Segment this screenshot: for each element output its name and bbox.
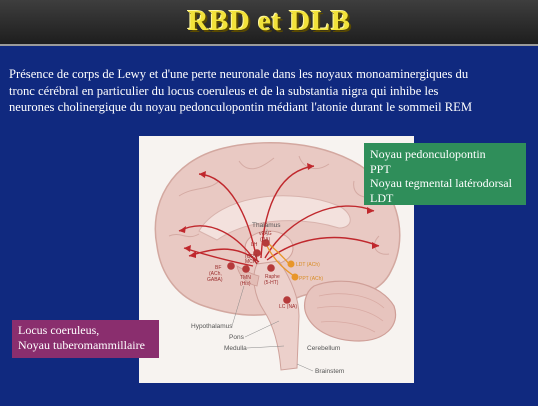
lh-label: LH — [251, 242, 258, 248]
cerebellum-shape — [304, 280, 397, 342]
bf-label: BF — [215, 265, 221, 271]
projection-arrows — [178, 165, 380, 267]
ppt-label: PPT (ACh) — [299, 276, 323, 282]
cerebellum-folia — [316, 293, 385, 333]
slide-title: RBD et DLB — [187, 5, 351, 37]
raphe-label: (5-HT) — [264, 280, 279, 286]
tmn-dot — [242, 265, 250, 273]
bf-label: GABA) — [207, 277, 223, 283]
vpag-dot — [262, 239, 270, 247]
lc-tmn-callout: Locus coeruleus, Noyau tuberomammillaire — [12, 320, 159, 358]
intro-paragraph: Présence de corps de Lewy et d'une perte… — [9, 66, 531, 116]
hypothalamus-label: Hypothalamus — [191, 323, 233, 330]
pons-label: Pons — [229, 334, 245, 341]
medulla-label: Medulla — [224, 345, 247, 352]
lh-label: (ORX — [245, 254, 258, 260]
intro-line: Présence de corps de Lewy et d'une perte… — [9, 67, 469, 81]
raphe-label: Raphe — [265, 274, 280, 280]
brainstem-label: Brainstem — [315, 368, 344, 375]
lh-dot — [253, 249, 261, 257]
ppt-dot — [291, 273, 299, 281]
corpus-callosum — [198, 195, 351, 241]
leader-line — [246, 345, 285, 349]
leader-line — [231, 285, 245, 327]
nuclei-dots — [227, 239, 299, 304]
tmn-label: (His) — [240, 281, 251, 287]
callout-line: Noyau tuberomammillaire — [18, 338, 145, 352]
leader-line — [296, 363, 314, 372]
gyri-lines — [168, 155, 390, 255]
arrowheads — [179, 163, 379, 258]
leader-line — [244, 320, 280, 338]
title-bar: RBD et DLB — [0, 0, 538, 46]
intro-line: tronc cérébral en particulier du locus c… — [9, 83, 439, 98]
cortex-shape — [154, 141, 401, 316]
callout-line: Locus coeruleus, — [18, 323, 100, 337]
ldt-dot — [287, 260, 295, 268]
callout-line: Noyau pedonculopontin — [370, 147, 486, 161]
thalamus-label: Thalamus — [252, 222, 281, 229]
ppt-ldt-callout: Noyau pedonculopontin PPT Noyau tegmenta… — [364, 143, 526, 205]
bf-dot — [227, 262, 235, 270]
callout-line: LDT — [370, 190, 394, 205]
bf-label: (ACh, — [209, 271, 222, 277]
vpag-label: vPAG — [259, 231, 272, 237]
cerebellum-label: Cerebellum — [307, 345, 340, 352]
lc-label: LC (NA) — [279, 304, 297, 310]
tmn-label: TMN — [240, 275, 251, 281]
vpag-label: (DA) — [260, 237, 271, 243]
lc-dot — [283, 296, 291, 304]
raphe-dot — [267, 264, 275, 272]
intro-line: neurones cholinergique du noyau pedoncul… — [9, 100, 473, 114]
ldt-label: LDT (ACh) — [296, 262, 320, 268]
brain-diagram-svg: vPAG (DA) LH (ORX MCH) BF (ACh, GABA) TM… — [154, 141, 401, 375]
lh-label: MCH) — [245, 259, 258, 265]
callout-line: Noyau tegmental latérodorsal — [370, 176, 512, 191]
callout-line: PPT — [370, 161, 391, 176]
